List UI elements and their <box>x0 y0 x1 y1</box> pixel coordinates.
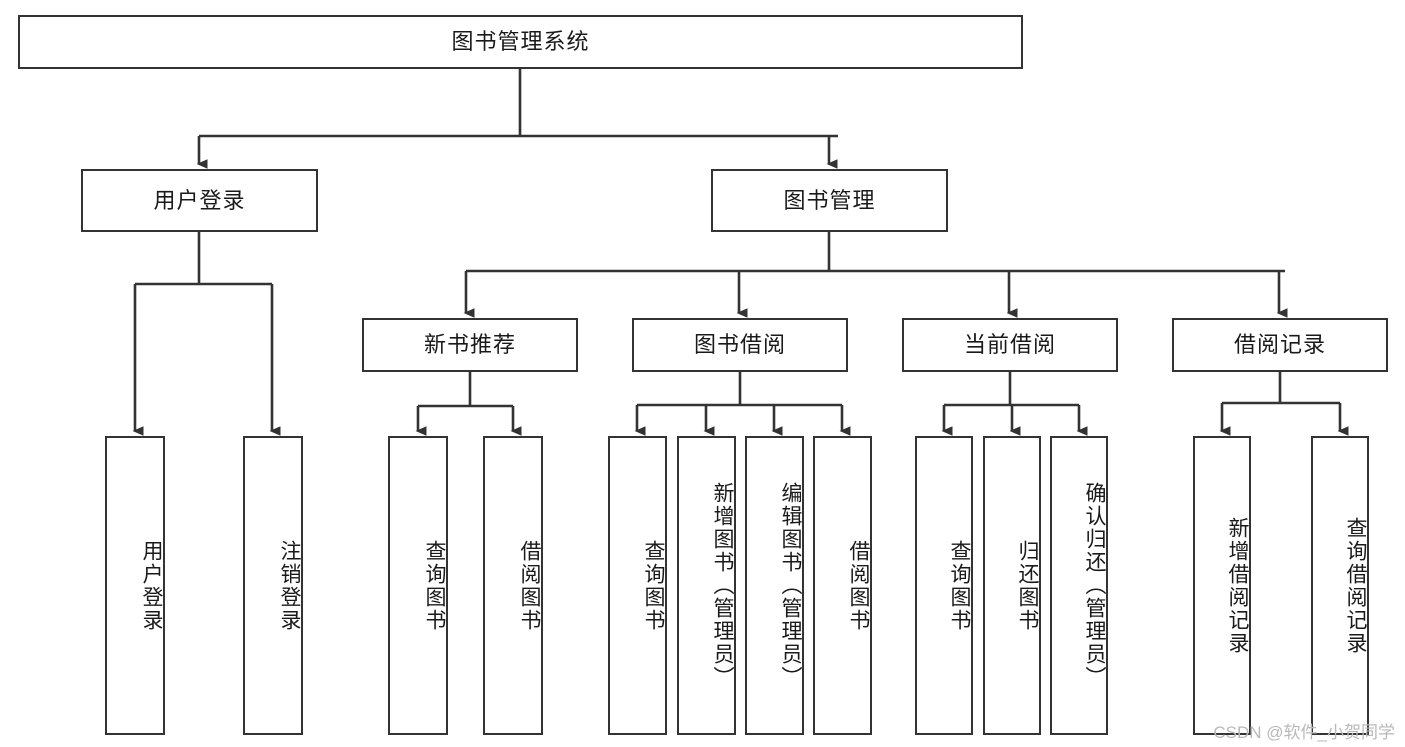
node-book-manage[interactable]: 图书管理 <box>711 169 948 232</box>
node-book-borrow[interactable]: 图书借阅 <box>632 318 848 372</box>
node-current-borrow-label: 当前借阅 <box>963 332 1056 358</box>
node-leaf-query-book-borrow-label: 查询图书 <box>642 539 665 632</box>
node-leaf-edit-book-admin-label: 编辑图书（管理员） <box>779 482 802 689</box>
node-leaf-user-logout[interactable]: 注销登录 <box>243 436 303 735</box>
node-leaf-query-book-rec[interactable]: 查询图书 <box>388 436 448 735</box>
node-leaf-query-book-rec-label: 查询图书 <box>423 539 446 632</box>
node-leaf-query-book-current[interactable]: 查询图书 <box>915 436 973 735</box>
node-root-system[interactable]: 图书管理系统 <box>18 15 1023 69</box>
node-book-manage-label: 图书管理 <box>783 187 876 213</box>
node-new-book-recommend[interactable]: 新书推荐 <box>362 318 578 372</box>
node-leaf-query-borrow-record[interactable]: 查询借阅记录 <box>1311 436 1369 735</box>
node-user-login-label: 用户登录 <box>153 187 246 213</box>
node-leaf-add-borrow-record-label: 新增借阅记录 <box>1226 516 1249 655</box>
node-leaf-edit-book-admin[interactable]: 编辑图书（管理员） <box>745 436 804 735</box>
node-leaf-user-login[interactable]: 用户登录 <box>105 436 165 735</box>
node-leaf-user-logout-label: 注销登录 <box>278 539 301 632</box>
node-leaf-borrow-book-rec[interactable]: 借阅图书 <box>483 436 543 735</box>
node-leaf-borrow-book-label: 借阅图书 <box>847 539 870 632</box>
node-leaf-confirm-return-admin[interactable]: 确认归还（管理员） <box>1050 436 1108 735</box>
node-leaf-borrow-book-rec-label: 借阅图书 <box>518 539 541 632</box>
node-leaf-query-book-borrow[interactable]: 查询图书 <box>608 436 667 735</box>
node-leaf-confirm-return-admin-label: 确认归还（管理员） <box>1083 482 1106 689</box>
node-leaf-user-login-label: 用户登录 <box>140 539 163 632</box>
node-borrow-record[interactable]: 借阅记录 <box>1172 318 1388 372</box>
node-leaf-borrow-book[interactable]: 借阅图书 <box>813 436 872 735</box>
node-leaf-query-book-current-label: 查询图书 <box>948 539 971 632</box>
node-leaf-return-book-label: 归还图书 <box>1016 539 1039 632</box>
node-leaf-return-book[interactable]: 归还图书 <box>983 436 1041 735</box>
node-user-login[interactable]: 用户登录 <box>81 169 318 232</box>
node-leaf-add-borrow-record[interactable]: 新增借阅记录 <box>1193 436 1251 735</box>
node-book-borrow-label: 图书借阅 <box>693 332 786 358</box>
node-leaf-query-borrow-record-label: 查询借阅记录 <box>1344 516 1367 655</box>
node-root-system-label: 图书管理系统 <box>451 29 590 55</box>
node-leaf-add-book-admin-label: 新增图书（管理员） <box>711 482 734 689</box>
node-current-borrow[interactable]: 当前借阅 <box>902 318 1118 372</box>
node-new-book-recommend-label: 新书推荐 <box>423 332 516 358</box>
node-borrow-record-label: 借阅记录 <box>1233 332 1326 358</box>
node-leaf-add-book-admin[interactable]: 新增图书（管理员） <box>677 436 736 735</box>
